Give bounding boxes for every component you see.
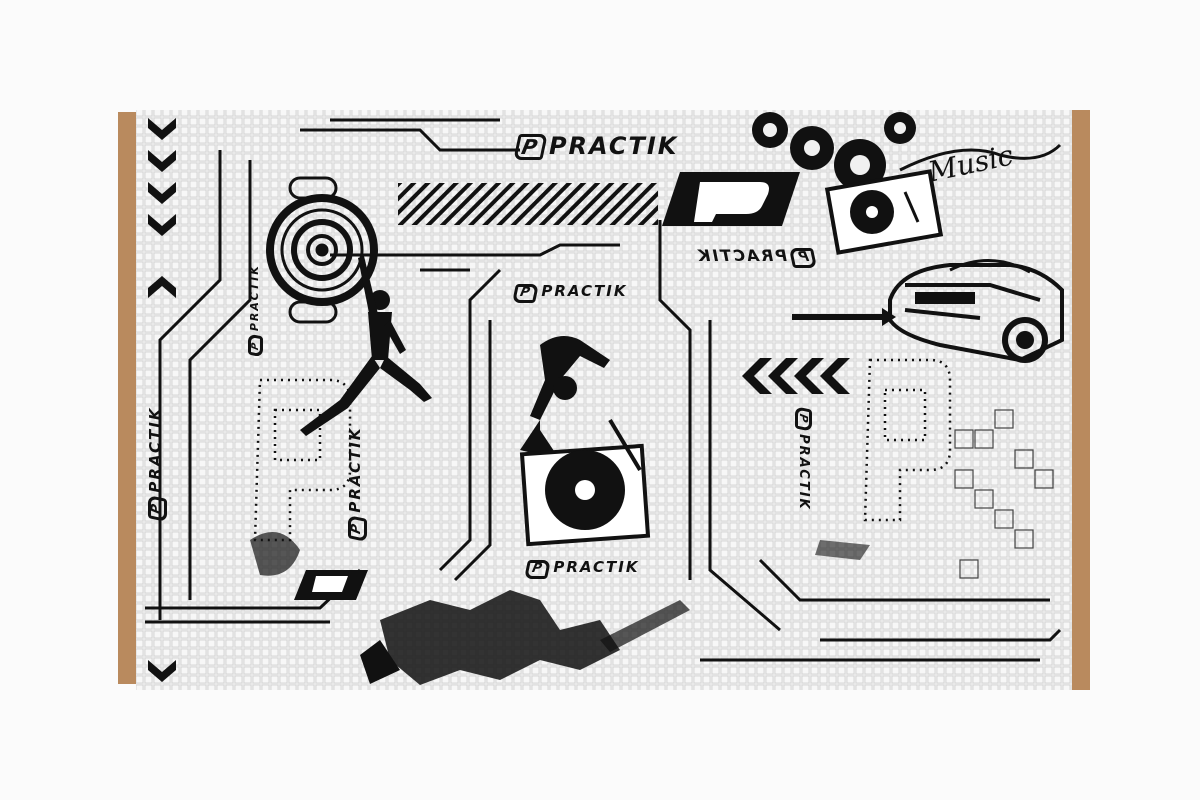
speaker-icon: [266, 176, 378, 324]
brand-text: PRACTIK: [146, 406, 164, 493]
brand-logo-vertical-right: P PRACTIK: [794, 406, 812, 511]
brand-mark-icon: P: [524, 560, 552, 579]
brand-mark-icon: P: [513, 134, 548, 161]
brand-mark-icon: P: [788, 248, 818, 268]
brand-logo-vertical-left: PPRACTIK: [146, 406, 167, 522]
brand-text: PRACTIK: [346, 426, 364, 513]
backing-left-edge: [118, 112, 140, 684]
brand-mark-icon: P: [512, 284, 540, 303]
chevron-icon: [148, 118, 176, 682]
dancer-icon: [300, 256, 432, 436]
dotted-p-outline: [253, 358, 952, 542]
brand-text: PRACTIK: [553, 558, 640, 576]
brand-logo-vertical-small: PPRACTIK: [248, 264, 264, 358]
dj-icon: [519, 336, 651, 547]
pixel-pattern: [954, 409, 1054, 579]
car-icon: [888, 259, 1064, 363]
brand-text: PRACTIK: [248, 264, 261, 332]
brand-text: PRACTIK: [696, 246, 787, 265]
brand-text: PRACTIK: [796, 434, 811, 511]
brand-logo-vertical-left-2: PPRACTIK: [346, 426, 367, 542]
gear-icon: [752, 112, 916, 191]
brand-mark-icon: P: [348, 514, 367, 542]
music-swoosh: [899, 143, 1062, 172]
chevron-arrows-icon: [742, 358, 850, 394]
brand-mark-icon: P: [248, 333, 264, 358]
brand-logo-mirrored: PPRACTIK: [696, 246, 818, 268]
stripe-band: [398, 183, 658, 225]
brand-text: PRACTIK: [548, 132, 679, 160]
brand-mark-icon: P: [794, 406, 812, 432]
brand-mark-icon: P: [148, 494, 167, 522]
circuit-lines: [145, 118, 1062, 662]
p-logo-block: [294, 172, 800, 600]
splatter-graphic: [250, 532, 870, 685]
brand-text: PRACTIK: [541, 282, 628, 300]
turntable-icon: [824, 169, 944, 255]
